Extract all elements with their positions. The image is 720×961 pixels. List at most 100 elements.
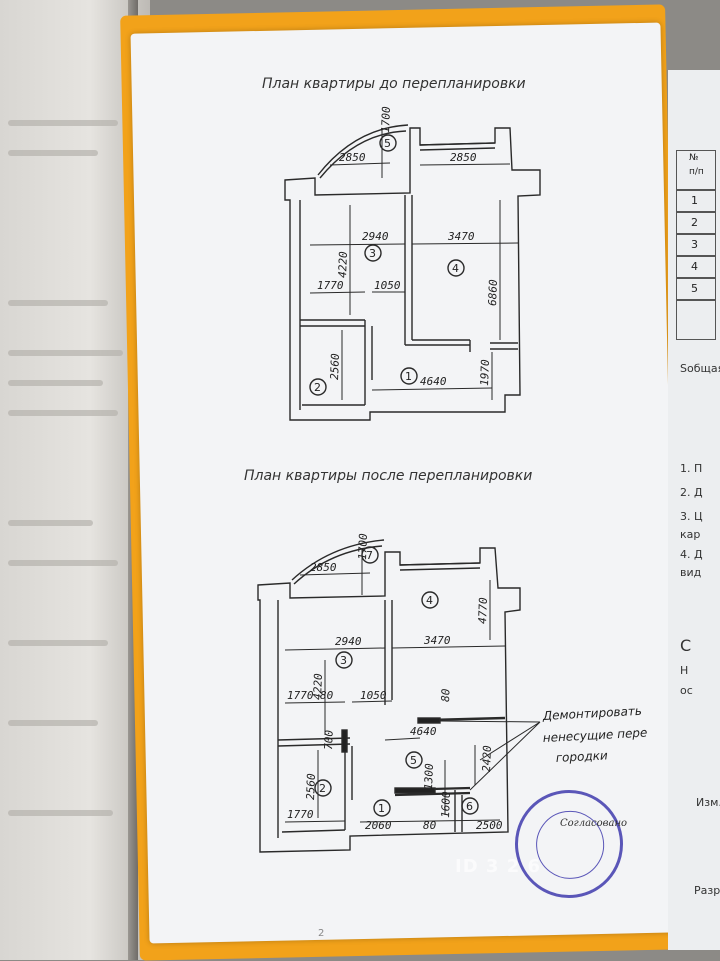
table-row-number: 1 xyxy=(676,190,716,212)
demolition-note: ненесущие пере xyxy=(542,726,647,745)
dimension-label: 2560 xyxy=(304,773,318,800)
room-marker xyxy=(447,259,465,277)
blurred-text-line xyxy=(8,720,98,726)
dimension-label: 2850 xyxy=(310,561,337,574)
partition-wall xyxy=(405,339,470,346)
dimension-line xyxy=(309,242,519,246)
room-marker xyxy=(421,591,439,609)
dimension-label: 1700 xyxy=(379,106,393,133)
blurred-text-line xyxy=(8,640,108,646)
annotation-leader xyxy=(439,720,541,791)
balcony-arc-after xyxy=(291,539,385,581)
right-page-fragment: ос xyxy=(680,684,693,697)
right-page-fragment: 1. П xyxy=(680,462,703,475)
right-page-fragment: 3. Ц xyxy=(680,510,703,523)
partition-wall xyxy=(404,195,413,345)
blurred-text-line xyxy=(8,150,98,156)
dimension-line xyxy=(349,200,501,340)
partition-wall xyxy=(429,716,506,722)
room-number: 4 xyxy=(426,594,433,607)
right-page-fragment: Изм. xyxy=(696,796,720,809)
room-marker xyxy=(335,651,353,669)
dimension-label: 1050 xyxy=(374,279,401,292)
right-page-fragment: 2. Д xyxy=(680,486,703,499)
dimension-label: 1770 xyxy=(317,279,344,292)
dimension-line xyxy=(329,162,511,166)
blurred-text-line xyxy=(8,560,118,566)
balcony-arc-before xyxy=(319,130,407,179)
room-number: 3 xyxy=(369,247,376,260)
dimension-label: 80 xyxy=(439,688,452,702)
room-marker xyxy=(364,244,382,262)
dimension-label: 1300 xyxy=(422,763,436,790)
room-number: 1 xyxy=(405,370,412,383)
dimension-label: 1770 xyxy=(287,689,314,702)
dimension-line xyxy=(309,291,405,294)
dimension-label: 80 xyxy=(423,819,437,832)
dimension-line xyxy=(284,645,506,651)
table-row-number: 2 xyxy=(676,212,716,234)
demolished-partition xyxy=(341,729,348,753)
dimension-line xyxy=(371,387,493,391)
partition-wall xyxy=(344,740,353,830)
table-row-number: 4 xyxy=(676,256,716,278)
window-before xyxy=(419,142,496,151)
room-number: 7 xyxy=(366,549,373,562)
room-marker xyxy=(400,367,418,385)
partition-wall xyxy=(364,320,373,405)
table-row-number: 3 xyxy=(676,234,716,256)
dimension-line xyxy=(324,580,491,735)
room-marker xyxy=(461,797,479,815)
right-page-fragment: кар xyxy=(680,528,701,541)
room-marker xyxy=(314,779,332,797)
partition-wall xyxy=(454,790,463,832)
demolished-partition xyxy=(394,787,436,794)
blurred-text-line xyxy=(8,810,113,816)
room-number: 1 xyxy=(378,802,385,815)
outer-wall-after xyxy=(257,547,521,853)
partition-wall xyxy=(384,600,393,705)
dimension-label: 1700 xyxy=(356,533,370,560)
dimension-label: 2850 xyxy=(339,151,366,164)
dimension-label: 4640 xyxy=(420,375,447,388)
dimension-label: 2850 xyxy=(450,151,477,164)
dimension-line xyxy=(444,745,476,815)
approval-signature: Согласовано xyxy=(560,818,628,829)
dimension-label: 4770 xyxy=(476,597,490,624)
blurred-text-line xyxy=(8,350,123,356)
demolished-partition xyxy=(417,717,441,724)
blurred-text-line xyxy=(8,120,118,126)
room-number: 4 xyxy=(452,262,459,275)
dimension-label: 1770 xyxy=(287,808,314,821)
dimension-label: 2940 xyxy=(362,230,389,243)
room-marker xyxy=(405,751,423,769)
right-page-fragment: вид xyxy=(680,566,702,579)
right-page-fragment: Н xyxy=(680,664,689,677)
room-number: 5 xyxy=(384,137,391,150)
plan-after-title: План квартиры после перепланировки xyxy=(244,468,533,484)
room-number: 5 xyxy=(410,754,417,767)
dimension-line xyxy=(284,700,393,704)
wall-inner-before xyxy=(299,200,365,410)
right-page-fragment: Разра xyxy=(694,884,720,897)
watermark: ID 3 2 6 xyxy=(455,856,542,877)
room-number: 2 xyxy=(314,381,321,394)
room-number: 3 xyxy=(340,654,347,667)
page-number: 2 xyxy=(318,928,325,939)
room-marker xyxy=(309,378,327,396)
dimension-label: 3470 xyxy=(423,634,451,647)
table-row-number: 5 xyxy=(676,278,716,300)
dimension-label: 1600 xyxy=(439,791,453,818)
window-after xyxy=(399,562,481,571)
dimension-label: 1050 xyxy=(360,689,387,702)
dimension-label: 2420 xyxy=(480,745,494,772)
room-marker xyxy=(361,546,379,564)
table-empty-cell xyxy=(676,300,716,340)
dimension-label: 700 xyxy=(322,729,336,750)
right-page-fragment: Sобщая xyxy=(680,362,720,375)
outer-wall-before xyxy=(284,127,541,421)
dimension-label: 80 xyxy=(320,689,334,702)
dimension-label: 2560 xyxy=(328,353,342,380)
dimension-line xyxy=(341,330,493,400)
